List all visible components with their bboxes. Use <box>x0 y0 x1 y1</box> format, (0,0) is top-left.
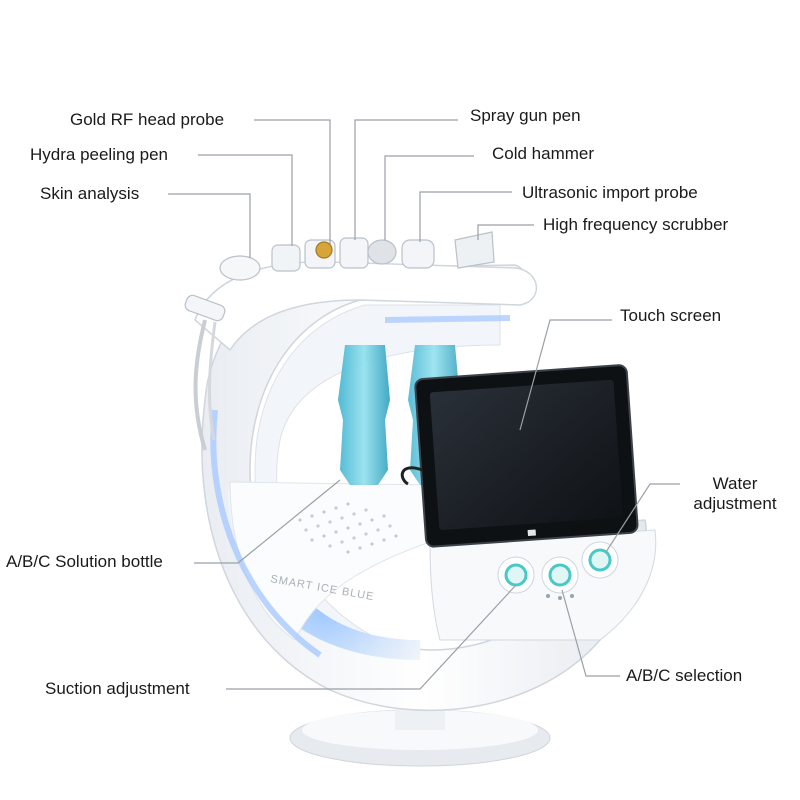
inner-shelf <box>229 481 436 641</box>
touch-screen <box>414 364 639 548</box>
spray-gun-pen <box>339 237 369 269</box>
abc-selection-knob <box>541 556 579 600</box>
label-touch-screen: Touch screen <box>620 306 722 325</box>
label-solution-bottle: A/B/C Solution bottle <box>6 552 163 571</box>
hf-scrubber <box>454 231 495 269</box>
label-hf-scrubber: High frequency scrubber <box>543 215 729 234</box>
label-cold-hammer: Cold hammer <box>492 144 595 163</box>
cold-hammer <box>367 239 397 265</box>
label-water-adjustment: Water adjustment <box>693 474 777 513</box>
label-skin-analysis: Skin analysis <box>40 184 140 203</box>
ultrasonic-probe <box>401 239 435 269</box>
light-strip <box>210 409 322 658</box>
leader-lines <box>168 119 680 690</box>
label-hydra-peeling-pen: Hydra peeling pen <box>30 145 168 164</box>
water-knob <box>581 541 619 579</box>
speaker-grille <box>298 502 398 554</box>
label-spray-gun-pen: Spray gun pen <box>470 106 581 125</box>
handpieces <box>184 231 495 322</box>
label-gold-rf-probe: Gold RF head probe <box>70 110 225 129</box>
skin-analysis-probe <box>219 255 261 281</box>
gold-rf-probe <box>315 241 333 259</box>
control-panel <box>429 529 657 641</box>
hydra-peeling-pen <box>271 244 301 272</box>
suction-knob <box>497 556 535 594</box>
label-suction-adjustment: Suction adjustment <box>45 679 190 698</box>
label-ultrasonic-probe: Ultrasonic import probe <box>522 183 698 202</box>
label-abc-selection: A/B/C selection <box>626 666 743 685</box>
